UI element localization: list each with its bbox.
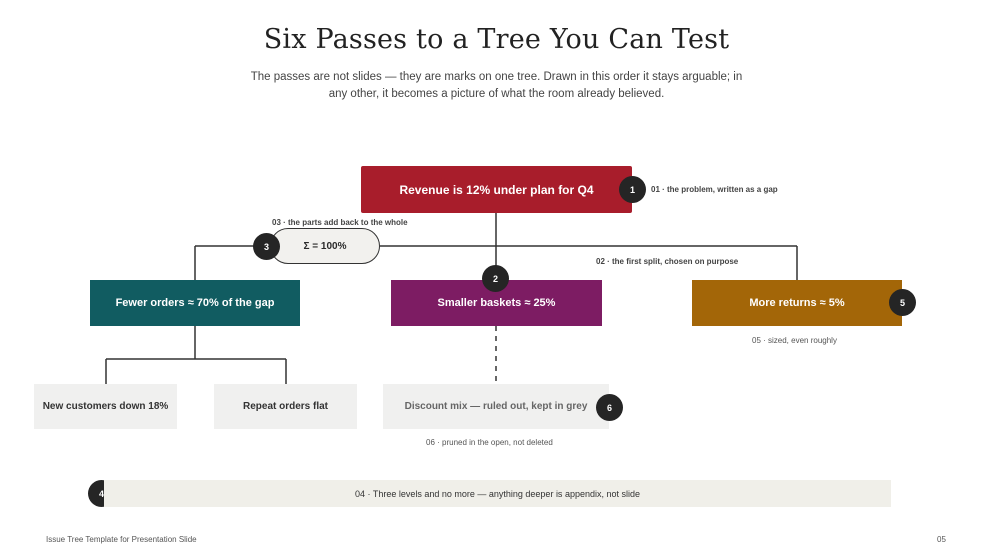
leaf-new-customers: New customers down 18%	[34, 384, 177, 429]
step-badge-3: 3	[253, 233, 280, 260]
footer-title: Issue Tree Template for Presentation Sli…	[46, 535, 197, 544]
step-badge-6: 6	[596, 394, 623, 421]
sum-check-pill: Σ = 100%	[270, 228, 380, 264]
step-badge-5: 5	[889, 289, 916, 316]
root-problem-box: Revenue is 12% under plan for Q4	[361, 166, 632, 213]
note-02: 02 · the first split, chosen on purpose	[596, 257, 739, 266]
step-badge-1: 1	[619, 176, 646, 203]
leaf-discount-mix: Discount mix — ruled out, kept in grey	[383, 384, 609, 429]
page-number: 05	[937, 535, 946, 544]
note-06: 06 · pruned in the open, not deleted	[426, 438, 553, 447]
level-limit-bar: 04 · Three levels and no more — anything…	[104, 480, 891, 507]
note-05: 05 · sized, even roughly	[752, 336, 837, 345]
note-01: 01 · the problem, written as a gap	[651, 185, 778, 194]
page-subtitle: The passes are not slides — they are mar…	[250, 71, 743, 100]
branch-more-returns: More returns ≈ 5%	[692, 280, 902, 326]
leaf-repeat-orders: Repeat orders flat	[214, 384, 357, 429]
page-title: Six Passes to a Tree You Can Test	[263, 24, 730, 55]
branch-fewer-orders: Fewer orders ≈ 70% of the gap	[90, 280, 300, 326]
note-03: 03 · the parts add back to the whole	[272, 218, 408, 227]
step-badge-2: 2	[482, 265, 509, 292]
